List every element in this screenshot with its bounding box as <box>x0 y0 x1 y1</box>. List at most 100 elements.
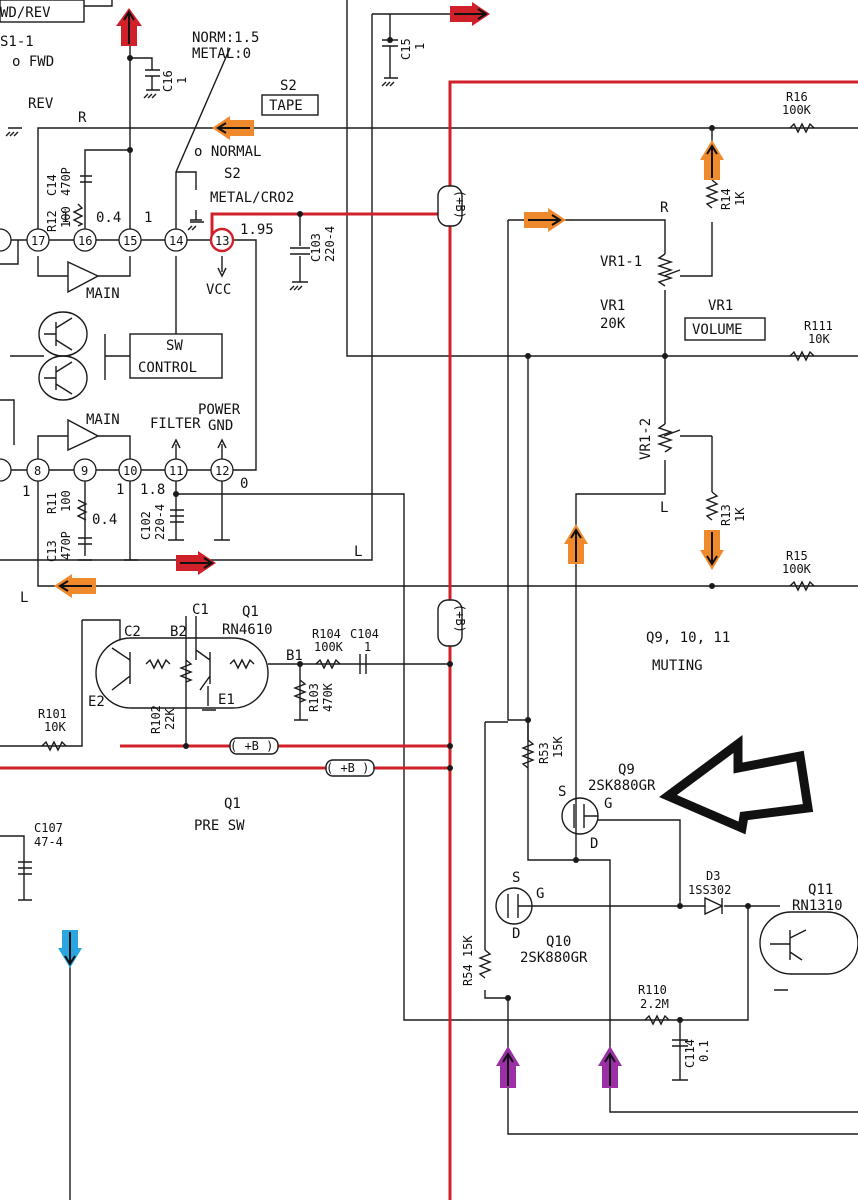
r111-label: R111 <box>804 319 833 333</box>
big-left-arrow-outline-icon <box>659 735 814 835</box>
muting-label: MUTING <box>652 658 703 674</box>
sw-control-box <box>129 333 223 379</box>
r-vr-label: R <box>660 200 669 216</box>
r14-value: 1K <box>733 191 747 206</box>
d3-part-label: 1SS302 <box>688 883 731 897</box>
plus-b-top: (+B) <box>453 190 467 219</box>
q9-name-label: Q9 <box>618 762 635 778</box>
volume-label: VOLUME <box>692 322 743 338</box>
one-left-label: 1 <box>61 210 69 226</box>
v195-label: 1.95 <box>240 222 274 238</box>
c15-value: 1 <box>413 43 427 50</box>
blue-down-arrow-icon <box>58 930 82 968</box>
c13-value: 470P <box>59 531 73 560</box>
c103-label: C103 <box>309 233 323 262</box>
v04-bottom-label: 0.4 <box>92 512 117 528</box>
r110-label: R110 <box>638 983 667 997</box>
c2-label: C2 <box>124 624 141 640</box>
one-b2-label: 1 <box>116 482 124 498</box>
r101-label: R101 <box>38 707 67 721</box>
metal-value-label: METAL:0 <box>192 46 251 62</box>
c14-label: C14 <box>45 174 59 196</box>
gnd-label: GND <box>208 418 233 434</box>
c104-label: C104 <box>350 627 379 641</box>
power-label: POWER <box>198 402 241 418</box>
orange-right-arrow-icon <box>524 208 566 232</box>
q1-part-label: RN4610 <box>222 622 273 638</box>
vr1-2-label: VR1-2 <box>638 418 654 460</box>
fwd-rev-label-box <box>0 0 85 23</box>
red-right-arrow-icon <box>176 551 216 575</box>
q11-part-label: RN1310 <box>792 898 843 914</box>
l-vr-label: L <box>660 500 668 516</box>
fwd-rev-label: WD/REV <box>0 5 51 21</box>
q9-part-label: 2SK880GR <box>588 778 656 794</box>
c14-value: 470P <box>59 167 73 196</box>
pin-14: 14 <box>169 234 183 248</box>
q10-part-label: 2SK880GR <box>520 950 588 966</box>
r16-label: R16 <box>786 90 808 104</box>
r12-label: R12 <box>45 210 59 232</box>
orange-up-arrow-icon <box>564 524 588 564</box>
c13-label: C13 <box>45 540 59 562</box>
indicator-arrows <box>54 2 814 1088</box>
vr1-name-2: VR1 <box>708 298 733 314</box>
r11-label: R11 <box>45 492 59 514</box>
d3-label: D3 <box>706 869 720 883</box>
resistors <box>41 122 815 1026</box>
c107-label: C107 <box>34 821 63 835</box>
b1-label: B1 <box>286 648 303 664</box>
fwd-label: o FWD <box>12 54 54 70</box>
pin-9: 9 <box>81 464 88 478</box>
red-right-arrow-icon <box>450 2 490 26</box>
r54-label: R54 15K <box>461 935 475 986</box>
r16-value: 100K <box>782 103 812 117</box>
main-top-label: MAIN <box>86 286 120 302</box>
text-labels: WD/REV S1-1 o FWD REV NORM:1.5 METAL:0 S… <box>0 5 843 1068</box>
tape-label-box <box>261 94 319 116</box>
q9-d-label: D <box>590 836 598 852</box>
q11-name-label: Q11 <box>808 882 833 898</box>
purple-up-arrow-icon <box>598 1046 622 1088</box>
plus-b-mid: (+B) <box>453 604 467 633</box>
one-b1-label: 1 <box>22 484 30 500</box>
r102-label: R102 <box>149 705 163 734</box>
pin-11: 11 <box>169 464 183 478</box>
one-right-label: 1 <box>144 210 152 226</box>
c16-label: C16 <box>161 70 175 92</box>
pin-15: 15 <box>123 234 137 248</box>
c15-label: C15 <box>399 38 413 60</box>
r15-label: R15 <box>786 549 808 563</box>
r103-value: 470K <box>321 682 335 712</box>
c102-label: C102 <box>139 511 153 540</box>
b2-label: B2 <box>170 624 187 640</box>
volume-label-box <box>684 317 766 341</box>
r11-value: 100 <box>59 490 73 512</box>
normal-label: o NORMAL <box>194 144 261 160</box>
c1-label: C1 <box>192 602 209 618</box>
q10-d-label: D <box>512 926 520 942</box>
r13-label: R13 <box>719 504 733 526</box>
junctions <box>127 37 751 1023</box>
q10-g-label: G <box>536 886 544 902</box>
v18-label: 1.8 <box>140 482 165 498</box>
r-top-label: R <box>78 110 87 126</box>
l-mid-label: L <box>354 544 362 560</box>
r101-value: 10K <box>44 720 66 734</box>
red-supply-wiring <box>0 80 858 1200</box>
r15-value: 100K <box>782 562 812 576</box>
tape-label: TAPE <box>269 98 303 114</box>
zero-label: 0 <box>240 476 248 492</box>
r102-value: 22K <box>163 708 177 730</box>
pin-10: 10 <box>123 464 137 478</box>
plus-b-q1: ( +B ) <box>230 739 273 753</box>
orange-left-arrow-icon <box>54 574 96 598</box>
rev-label: REV <box>28 96 54 112</box>
c107-value: 47-4 <box>34 835 63 849</box>
q10-name-label: Q10 <box>546 934 571 950</box>
vcc-label: VCC <box>206 282 231 298</box>
v04-top-label: 0.4 <box>96 210 121 226</box>
c114-label: C114 <box>683 1039 697 1068</box>
